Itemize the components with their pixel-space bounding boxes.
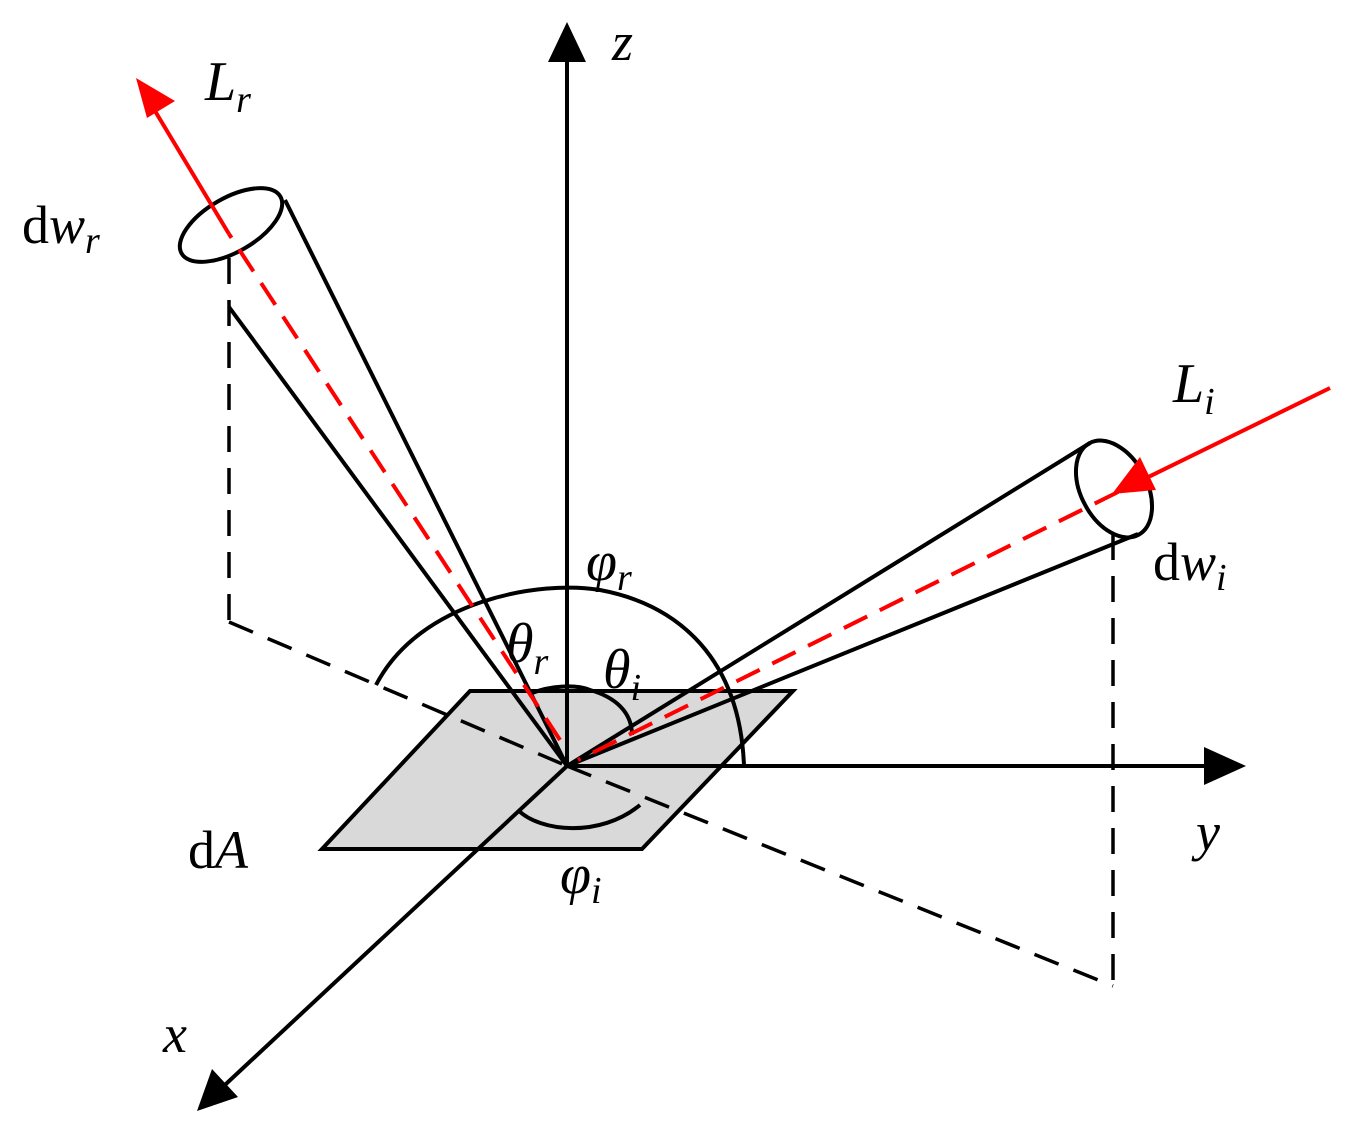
incident-ray-dashed — [577, 490, 1119, 762]
z-axis-label: z — [611, 12, 633, 72]
projection-lines — [227, 258, 1115, 988]
reflected-ray-dashed — [227, 232, 562, 742]
incident-cone-edge-2 — [566, 532, 1139, 768]
reflected-ray-arrowhead — [136, 78, 175, 118]
reflected-ray-solid — [144, 94, 231, 236]
phi-r-arc — [374, 585, 746, 767]
phi-i-label: φi — [560, 844, 602, 912]
theta-r-arc — [531, 684, 591, 695]
incident-cone-edge-1 — [565, 441, 1092, 768]
incident-radiance-label: Li — [1172, 353, 1215, 423]
phi-i-arc — [516, 803, 642, 831]
x-axis — [210, 764, 569, 1099]
reflected-cone-edge-1 — [283, 199, 569, 767]
incident-projection-ground — [566, 764, 1114, 988]
incident-ray-solid — [1127, 386, 1331, 489]
phi-r-label: φr — [586, 531, 632, 599]
angle-arcs — [374, 585, 746, 831]
reflected-projection-ground — [228, 620, 568, 768]
z-axis-arrowhead — [548, 22, 586, 62]
theta-i-label: θi — [603, 639, 641, 709]
reflected-solid-angle-label: dwr — [22, 195, 100, 262]
reflected-radiance-label: Lr — [204, 51, 251, 121]
incident-solid-angle-label: dwi — [1153, 532, 1227, 599]
rays — [136, 78, 1331, 762]
incident-ray-arrowhead — [1112, 457, 1156, 494]
theta-i-arc — [589, 688, 634, 736]
x-axis-arrowhead — [197, 1069, 238, 1111]
reflected-cone-cap — [177, 186, 285, 264]
y-axis-arrowhead — [1204, 747, 1246, 785]
theta-r-label: θr — [506, 613, 549, 683]
reflected-cone-edge-2 — [227, 305, 569, 768]
reflected-cone — [177, 186, 569, 768]
y-axis-label: y — [1191, 802, 1220, 862]
x-axis-label: x — [162, 1004, 187, 1064]
surface-area-label: dA — [188, 820, 249, 880]
axes — [197, 22, 1246, 1111]
